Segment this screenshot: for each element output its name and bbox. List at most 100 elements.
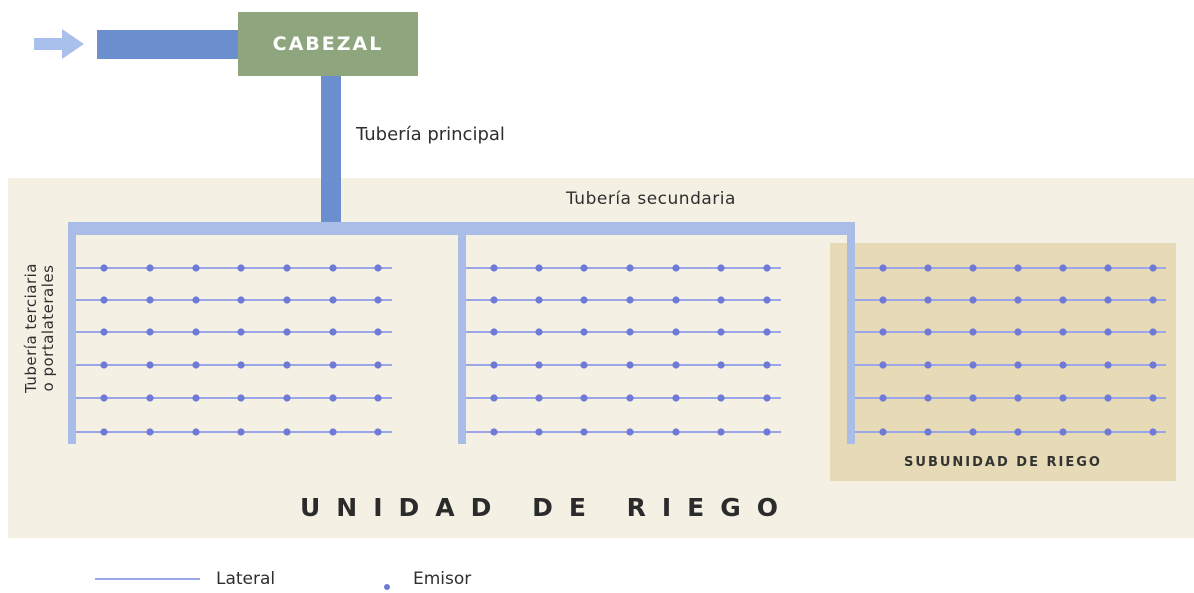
emitter-dot <box>672 361 680 369</box>
emitter-dot <box>535 361 543 369</box>
emitter-dot <box>283 428 291 436</box>
emitter-dot <box>329 328 337 336</box>
emitter-dot <box>490 428 498 436</box>
emitter-dot <box>283 328 291 336</box>
emitter-dot <box>192 328 200 336</box>
emitter-dot <box>924 428 932 436</box>
legend-emitter-label: Emisor <box>413 569 472 589</box>
emitter-dot <box>717 296 725 304</box>
emitter-dot <box>969 328 977 336</box>
irrigation-subunit-area <box>830 243 1176 481</box>
emitter-dot <box>626 428 634 436</box>
emitter-dot <box>626 264 634 272</box>
emitter-dot <box>146 296 154 304</box>
emitter-dot <box>924 264 932 272</box>
emitter-dot <box>763 264 771 272</box>
emitter-dot <box>1014 394 1022 402</box>
emitter-dot <box>1149 296 1157 304</box>
cabezal-label: CABEZAL <box>272 33 384 55</box>
emitter-dot <box>535 264 543 272</box>
emitter-dot <box>924 296 932 304</box>
emitter-dot <box>146 328 154 336</box>
emitter-dot <box>1014 264 1022 272</box>
emitter-dot <box>580 328 588 336</box>
emitter-dot <box>580 296 588 304</box>
emitter-dot <box>146 394 154 402</box>
emitter-dot <box>717 328 725 336</box>
emitter-dot <box>717 428 725 436</box>
emitter-dot <box>879 428 887 436</box>
emitter-dot <box>1149 361 1157 369</box>
emitter-dot <box>1059 361 1067 369</box>
emitter-dot <box>237 394 245 402</box>
emitter-dot <box>100 394 108 402</box>
emitter-dot <box>100 328 108 336</box>
emitter-dot <box>1104 361 1112 369</box>
subunit-label: SUBUNIDAD DE RIEGO <box>904 455 1102 470</box>
emitter-dot <box>192 264 200 272</box>
unit-label: UNIDAD DE RIEGO <box>300 493 795 522</box>
emitter-dot <box>763 328 771 336</box>
tertiary-pipe-label-line1: Tubería terciaria <box>22 262 40 394</box>
emitter-dot <box>329 428 337 436</box>
emitter-dot <box>192 361 200 369</box>
emitter-dot <box>672 264 680 272</box>
emitter-dot <box>672 296 680 304</box>
emitter-dot <box>580 264 588 272</box>
emitter-dot <box>924 328 932 336</box>
emitter-dot <box>763 296 771 304</box>
emitter-dot <box>580 394 588 402</box>
emitter-dot <box>535 394 543 402</box>
emitter-dot <box>100 361 108 369</box>
emitter-dot <box>879 394 887 402</box>
emitter-dot <box>1149 328 1157 336</box>
emitter-dot <box>192 428 200 436</box>
main-pipe-label: Tubería principal <box>356 124 505 145</box>
emitter-dot <box>1014 428 1022 436</box>
emitter-dot <box>535 328 543 336</box>
secondary-pipe-label: Tubería secundaria <box>566 189 736 209</box>
emitter-dot <box>924 394 932 402</box>
emitter-dot <box>1059 296 1067 304</box>
emitter-dot <box>1104 264 1112 272</box>
tertiary-pipe-3 <box>847 222 855 444</box>
emitter-dot <box>969 361 977 369</box>
emitter-dot <box>717 264 725 272</box>
emitter-dot <box>626 296 634 304</box>
emitter-dot <box>1104 328 1112 336</box>
emitter-dot <box>146 264 154 272</box>
emitter-dot <box>374 394 382 402</box>
inlet-arrow-icon <box>34 29 84 59</box>
emitter-dot <box>146 428 154 436</box>
emitter-dot <box>192 296 200 304</box>
tertiary-pipe-2 <box>458 222 466 444</box>
emitter-dot <box>192 394 200 402</box>
emitter-dot <box>237 264 245 272</box>
emitter-dot <box>1149 264 1157 272</box>
emitter-dot <box>374 296 382 304</box>
emitter-dot <box>626 361 634 369</box>
emitter-dot <box>1104 428 1112 436</box>
emitter-dot <box>672 328 680 336</box>
emitter-dot <box>535 296 543 304</box>
emitter-dot <box>374 328 382 336</box>
emitter-dot <box>626 328 634 336</box>
emitter-dot <box>626 394 634 402</box>
emitter-dot <box>100 428 108 436</box>
tertiary-pipe-label-line2: o portalaterales <box>39 264 57 392</box>
feed-pipe <box>97 30 240 59</box>
emitter-dot <box>1104 394 1112 402</box>
emitter-dot <box>672 394 680 402</box>
emitter-dot <box>1059 394 1067 402</box>
emitter-dot <box>1014 296 1022 304</box>
emitter-dot <box>969 394 977 402</box>
emitter-dot <box>283 296 291 304</box>
emitter-dot <box>329 264 337 272</box>
main-pipe <box>321 76 341 224</box>
emitter-dot <box>100 264 108 272</box>
emitter-dot <box>969 264 977 272</box>
emitter-dot <box>283 264 291 272</box>
cabezal-box <box>238 12 418 76</box>
emitter-dot <box>580 428 588 436</box>
emitter-dot <box>1149 394 1157 402</box>
